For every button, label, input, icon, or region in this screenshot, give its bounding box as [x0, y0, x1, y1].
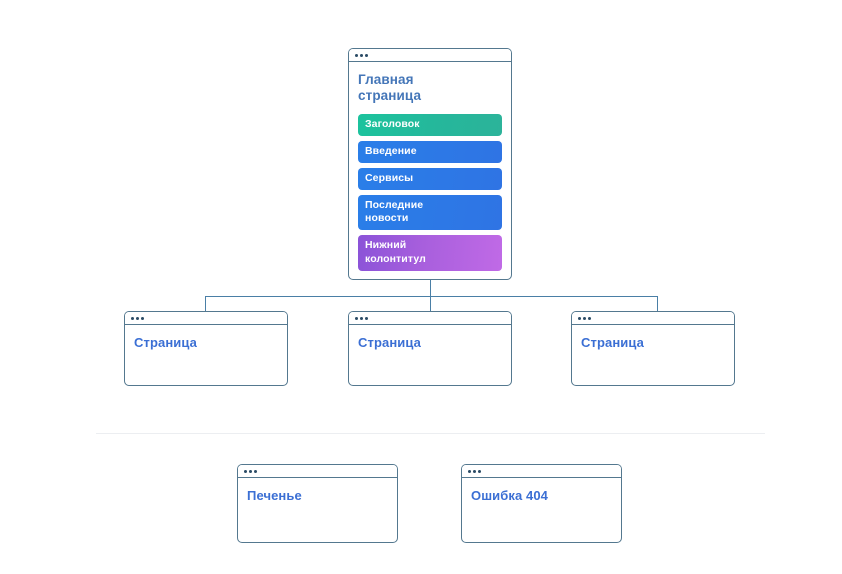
window-dot-icon	[583, 316, 586, 320]
window-dot-icon	[588, 316, 591, 320]
connector-root-stem	[430, 280, 431, 296]
card-body: Печенье	[238, 478, 397, 542]
page-title: Печенье	[247, 488, 302, 503]
card-body: Страница	[572, 325, 734, 385]
window-dot-icon	[365, 53, 368, 57]
section-list: Заголовок Введение Сервисы Последние нов…	[358, 113, 502, 271]
section-block-header[interactable]: Заголовок	[358, 113, 502, 136]
connector-bus	[205, 296, 657, 297]
window-titlebar	[125, 312, 287, 325]
window-dot-icon	[131, 316, 134, 320]
window-titlebar	[349, 49, 511, 62]
window-dot-icon	[136, 316, 139, 320]
section-block-footer[interactable]: Нижний колонтитул	[358, 235, 502, 271]
page-title: Страница	[134, 335, 197, 350]
page-title: Ошибка 404	[471, 488, 549, 503]
card-body: Главная страница Заголовок Введение Серв…	[349, 62, 511, 279]
window-dot-icon	[468, 469, 471, 473]
window-dot-icon	[478, 469, 481, 473]
window-titlebar	[462, 465, 621, 478]
window-dot-icon	[360, 316, 363, 320]
card-body: Ошибка 404	[462, 478, 621, 542]
section-block-services[interactable]: Сервисы	[358, 167, 502, 190]
root-page-card[interactable]: Главная страница Заголовок Введение Серв…	[348, 48, 512, 280]
window-dot-icon	[244, 469, 247, 473]
child-page-card-1[interactable]: Страница	[124, 311, 288, 386]
window-dot-icon	[578, 316, 581, 320]
page-title: Главная страница	[358, 72, 422, 104]
window-dot-icon	[473, 469, 476, 473]
page-title: Страница	[358, 335, 421, 350]
section-block-intro[interactable]: Введение	[358, 140, 502, 163]
detached-page-card-error-404[interactable]: Ошибка 404	[461, 464, 622, 543]
window-dot-icon	[365, 316, 368, 320]
window-dot-icon	[141, 316, 144, 320]
window-titlebar	[572, 312, 734, 325]
connector-drop-child-2	[430, 296, 431, 311]
page-title: Страница	[581, 335, 644, 350]
window-dot-icon	[249, 469, 252, 473]
section-block-latest-news[interactable]: Последние новости	[358, 194, 502, 231]
window-dot-icon	[355, 53, 358, 57]
child-page-card-2[interactable]: Страница	[348, 311, 512, 386]
connector-drop-child-3	[657, 296, 658, 311]
window-dot-icon	[360, 53, 363, 57]
window-dot-icon	[254, 469, 257, 473]
window-titlebar	[238, 465, 397, 478]
child-page-card-3[interactable]: Страница	[571, 311, 735, 386]
section-divider	[96, 433, 765, 434]
card-body: Страница	[349, 325, 511, 385]
detached-page-card-cookies[interactable]: Печенье	[237, 464, 398, 543]
window-dot-icon	[355, 316, 358, 320]
card-body: Страница	[125, 325, 287, 385]
window-titlebar	[349, 312, 511, 325]
connector-drop-child-1	[205, 296, 206, 311]
